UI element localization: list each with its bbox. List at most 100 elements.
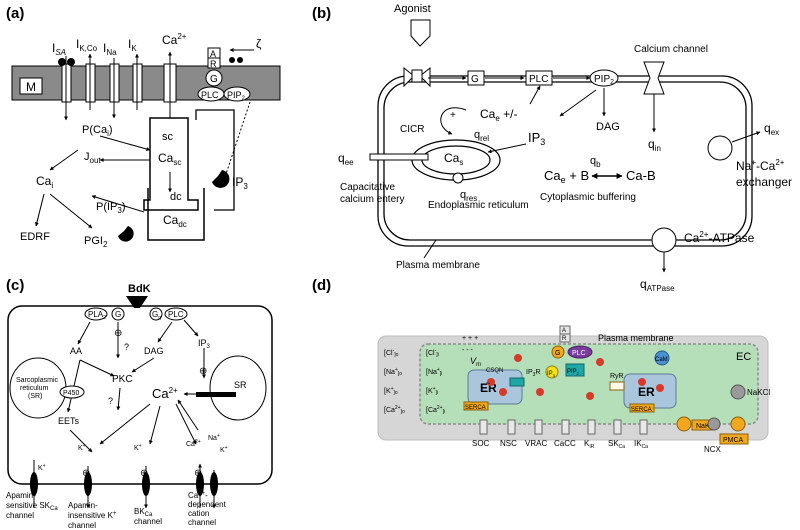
zeta-dot-1 — [229, 57, 235, 63]
nsc-label: NSC — [500, 439, 517, 448]
cae-label: Cae +/- — [480, 107, 517, 123]
sr-left-2: reticulum — [20, 385, 49, 392]
plus-4: ⊕ — [140, 468, 148, 479]
k4-label: K+ — [220, 445, 228, 454]
qres-pump — [452, 172, 464, 184]
q2-label: ? — [108, 396, 113, 406]
dc-label: dc — [170, 191, 182, 203]
m-box — [19, 77, 43, 95]
pm-pointer — [423, 239, 437, 259]
isa-label: ISA — [52, 41, 66, 57]
ip3r-channel — [509, 377, 525, 387]
serca-left-label: SERCA — [465, 405, 486, 411]
qin-label: qin — [648, 137, 661, 153]
ca-bk-arrow — [148, 405, 161, 445]
eets-k2-arrow — [69, 429, 93, 453]
cai-label: Cai — [36, 174, 53, 190]
plus-2: ⊕ — [199, 366, 207, 377]
g-box — [467, 70, 485, 86]
cacc-channel — [561, 419, 570, 435]
pip2-label: PIP2 — [227, 90, 246, 102]
receptor-r — [559, 333, 571, 343]
nakcl-circle — [730, 384, 746, 400]
qee-label: qee — [338, 151, 354, 167]
cicr-loop — [440, 107, 467, 135]
pla2-label: PLA2 — [88, 310, 106, 321]
receptor-symbol — [403, 66, 431, 88]
panel-a: (a) M ISA IK,Co INa IK Ca2+ A R G PLC PI… — [6, 5, 281, 249]
g-label: G — [115, 310, 121, 319]
pgi2-arrow — [49, 193, 93, 229]
dag-label: DAG — [144, 346, 164, 356]
jout-label: Jout — [84, 151, 101, 165]
cation-ca-arrow — [177, 399, 199, 431]
serca-right-label: SERCA — [631, 407, 652, 413]
ai-label-1: Apamin- — [68, 501, 98, 510]
minus-3: - - - — [462, 347, 474, 354]
ap-label-1: Apamin- — [6, 491, 36, 500]
ikca-label: IKCa — [634, 439, 648, 450]
ip3-circle — [545, 365, 559, 379]
qrel-label: qrel — [474, 129, 489, 143]
cam-label: CaM — [655, 357, 668, 363]
ikco-label: IK,Co — [76, 37, 98, 53]
bdk-receptor — [126, 296, 148, 308]
ca2-label: Ca2+ — [162, 32, 187, 47]
eets-label: EETs — [58, 416, 80, 426]
vrac-channel — [534, 419, 543, 435]
pip-dotted-arrow — [223, 101, 251, 181]
plc-label: PLC — [168, 310, 184, 319]
plc-ellipse — [164, 307, 188, 321]
kir-channel — [587, 419, 596, 435]
aa-pkc-arrow — [79, 359, 115, 377]
pm-label: Plasma membrane — [396, 260, 480, 271]
er-label: Endoplasmic reticulum — [428, 200, 529, 211]
nsc-channel — [507, 419, 516, 435]
k2-label: K+ — [78, 443, 86, 452]
bk-label-2: channel — [134, 517, 162, 526]
ca-dot-4 — [656, 384, 664, 392]
q1-label: ? — [124, 342, 129, 352]
pip2-label: PIP2 — [594, 74, 614, 86]
gq-circle — [149, 307, 163, 321]
cacc-label: CaCC — [554, 439, 576, 448]
ca-small: Ca — [486, 381, 490, 385]
exchanger-circle — [707, 135, 733, 161]
vm-label: Vm — [470, 356, 481, 368]
ap-label-3: channel — [6, 511, 34, 520]
pip2-ip3-arrow — [559, 89, 597, 117]
na-i-label: [Na+]i — [426, 367, 442, 377]
cam-circle — [654, 350, 670, 366]
panel-b-letter: (b) — [312, 5, 331, 22]
plc-label: PLC — [201, 90, 219, 100]
ip3-label: IP3 — [528, 130, 545, 147]
calcium-channel-symbol — [643, 61, 665, 95]
ca-o-label: [Ca2+]o — [384, 405, 405, 415]
cap-label-2: calcium entery — [340, 194, 404, 205]
isa-sensor-1 — [58, 58, 66, 66]
ip3-receptor — [212, 170, 230, 188]
ca-dot-5 — [596, 358, 604, 366]
panel-b: (b) Agonist G PLC PIP2 Calcium channel q… — [312, 3, 792, 293]
pgi2-receptor — [118, 226, 134, 242]
ca-dot-6 — [536, 388, 544, 396]
pip3-arrow — [91, 195, 145, 213]
cl-i-label: [Cl-]i — [426, 348, 439, 358]
qex-arrow — [731, 131, 761, 143]
dc-compartment — [147, 188, 205, 241]
nak-label: NaK — [696, 423, 710, 430]
skca-label: SKCa — [608, 439, 625, 450]
panel-a-letter: (a) — [6, 5, 24, 22]
agonist-label: Agonist — [394, 3, 431, 15]
cytobuf-label: Cytoplasmic buffering — [540, 192, 636, 203]
ai-label-2: insensitive K+ — [68, 511, 117, 520]
capacitative-channel — [369, 153, 429, 161]
pkc-label: PKC — [112, 374, 133, 385]
panel-d-letter: (d) — [312, 277, 331, 294]
receptor-r-box — [207, 57, 221, 69]
skca-channel — [613, 419, 622, 435]
serca-right — [629, 403, 655, 413]
ncx-circle — [707, 417, 721, 431]
ryr-channel — [609, 381, 625, 391]
panel-d: (d) Plasma membrane EC [Cl-]o [Na+]o [K+… — [312, 277, 770, 454]
